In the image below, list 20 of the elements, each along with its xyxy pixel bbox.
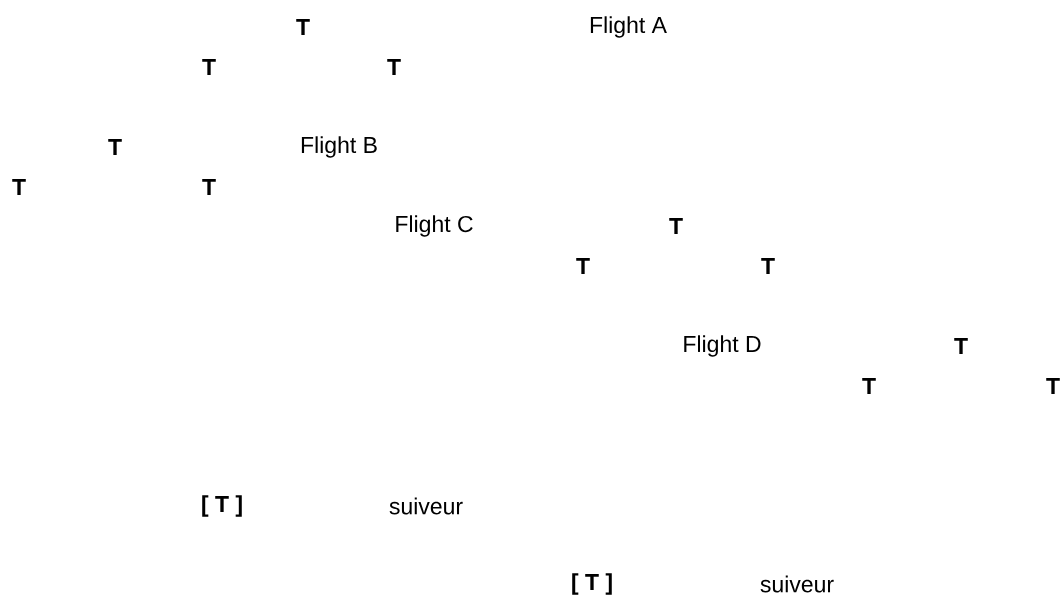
bold-letter: T [669,218,683,234]
bold-letter: T [862,378,876,394]
bold-letter: T [202,179,216,195]
bracketed-letter: [ T ] [572,573,612,595]
bold-letter: T [761,258,775,274]
bold-letter: T [576,258,590,274]
flight-label: Flight C [396,215,473,237]
bold-letter: T [954,338,968,354]
bold-letter: T [387,59,401,75]
follower-label: suiveur [760,575,834,593]
bold-letter: T [12,179,26,195]
bracketed-letter: [ T ] [202,495,242,517]
follower-label: suiveur [389,497,463,515]
flight-label: Flight D [684,335,761,357]
bold-letter: T [202,59,216,75]
bold-letter: T [296,19,310,35]
bold-letter: T [1046,378,1060,394]
bold-letter: T [108,139,122,155]
flight-label: Flight B [301,136,377,158]
flight-label: Flight A [590,16,667,38]
